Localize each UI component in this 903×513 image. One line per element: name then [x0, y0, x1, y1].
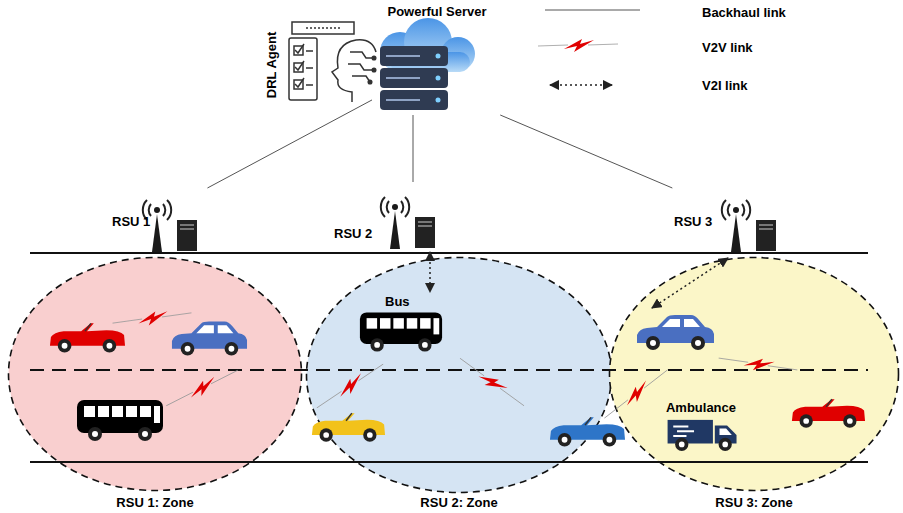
legend-text: V2V link: [702, 40, 753, 55]
v2i-link: [429, 252, 431, 292]
graphic-part: [600, 366, 672, 424]
graphic-part: [30, 252, 868, 254]
graphic-part: [545, 10, 640, 11]
graphic-part: [289, 38, 317, 100]
zone-ellipse: [610, 258, 899, 491]
graphic-part: [112, 308, 193, 329]
graphic-part: [30, 369, 868, 371]
graphic-part: [295, 44, 304, 53]
zone-region: RSU 2: Zone Bus: [305, 256, 613, 512]
node-label: Powerful Server: [388, 4, 487, 19]
car: [312, 413, 385, 442]
graphic-part: [112, 308, 193, 329]
vehicle-node: Ambulance: [655, 398, 747, 452]
graphic-part: [306, 51, 313, 85]
car: [792, 399, 865, 428]
graphic-part: [306, 27, 340, 29]
node-label: Bus: [385, 294, 410, 309]
backhaul-link: [500, 115, 672, 188]
legend-entry: Backhaul link: [702, 3, 786, 21]
graphic-part: [348, 52, 374, 82]
v2i-link: [652, 258, 728, 308]
bus-icon: [77, 400, 163, 441]
node-label: RSU 3: [674, 214, 712, 229]
node-label: RSU 2: Zone: [420, 495, 497, 510]
cloud-server-icon: [380, 18, 475, 110]
graphic-part: [436, 54, 441, 59]
rsu-tower: [381, 197, 435, 249]
node-label: RSU 2: [334, 226, 372, 241]
vehicle-icon: [360, 312, 442, 351]
graphic-part: [295, 61, 304, 70]
v2v-link: [112, 308, 799, 423]
graphic-part: [538, 39, 618, 52]
graphic-part: [313, 360, 388, 413]
graphic-part: [295, 78, 304, 87]
node-label: RSU 1: Zone: [116, 495, 193, 510]
graphic-part: [436, 98, 441, 103]
zone-ellipse: [9, 258, 302, 491]
legend-text: Backhaul link: [702, 5, 786, 20]
car: [172, 321, 247, 355]
node-label: RSU 1: [112, 214, 150, 229]
graphic-part: [163, 366, 241, 412]
backhaul-link: [207, 100, 372, 188]
rsu-tower: [722, 200, 776, 252]
label-holder: DRL Agent: [262, 30, 280, 100]
graphic-part: [456, 353, 527, 412]
graphic-part: [600, 366, 672, 424]
zone-outline: [7, 256, 303, 492]
legend-samples: [538, 10, 640, 85]
legend-entry: V2V link: [702, 38, 753, 56]
node-label: RSU 3: Zone: [715, 495, 792, 510]
legend-text: V2I link: [702, 78, 748, 93]
zone-region: RSU 3: Zone Ambulance: [608, 256, 900, 512]
node-label: Ambulance: [666, 400, 736, 415]
graphic-part: [717, 351, 798, 378]
vehicle-node: Bus: [355, 292, 447, 358]
zone-ellipse: [307, 258, 612, 493]
drl-agent-icon: [289, 22, 376, 102]
car: [550, 417, 625, 446]
rsu-tower: [143, 200, 197, 252]
graphic-part: [372, 68, 376, 72]
graphic-part: [456, 353, 527, 412]
graphic-part: [313, 360, 388, 413]
zone-outline: [608, 256, 900, 492]
graphic-part: [717, 351, 798, 378]
icon-label: DRL Agent: [264, 32, 279, 98]
graphic-part: [332, 40, 376, 102]
graphic-part: [436, 76, 441, 81]
zone-outline: [305, 256, 613, 494]
vehicle-icon: [667, 418, 739, 452]
graphic-part: [163, 366, 241, 412]
vehicle-icon: [358, 310, 444, 354]
graphic-part: [380, 46, 448, 110]
graphic-part: [292, 22, 354, 34]
legend-entry: V2I link: [702, 76, 748, 94]
graphic-part: [386, 56, 420, 100]
car: [637, 315, 714, 350]
car: [50, 323, 125, 352]
backhaul-link: [413, 115, 414, 182]
graphic-part: [30, 461, 868, 463]
road: [30, 253, 868, 462]
zone-region: RSU 1: Zone: [7, 256, 303, 512]
graphic-part: [368, 80, 372, 84]
vehicle-icon: [668, 420, 737, 451]
graphic-part: [550, 84, 612, 86]
graphic-part: [372, 56, 376, 60]
